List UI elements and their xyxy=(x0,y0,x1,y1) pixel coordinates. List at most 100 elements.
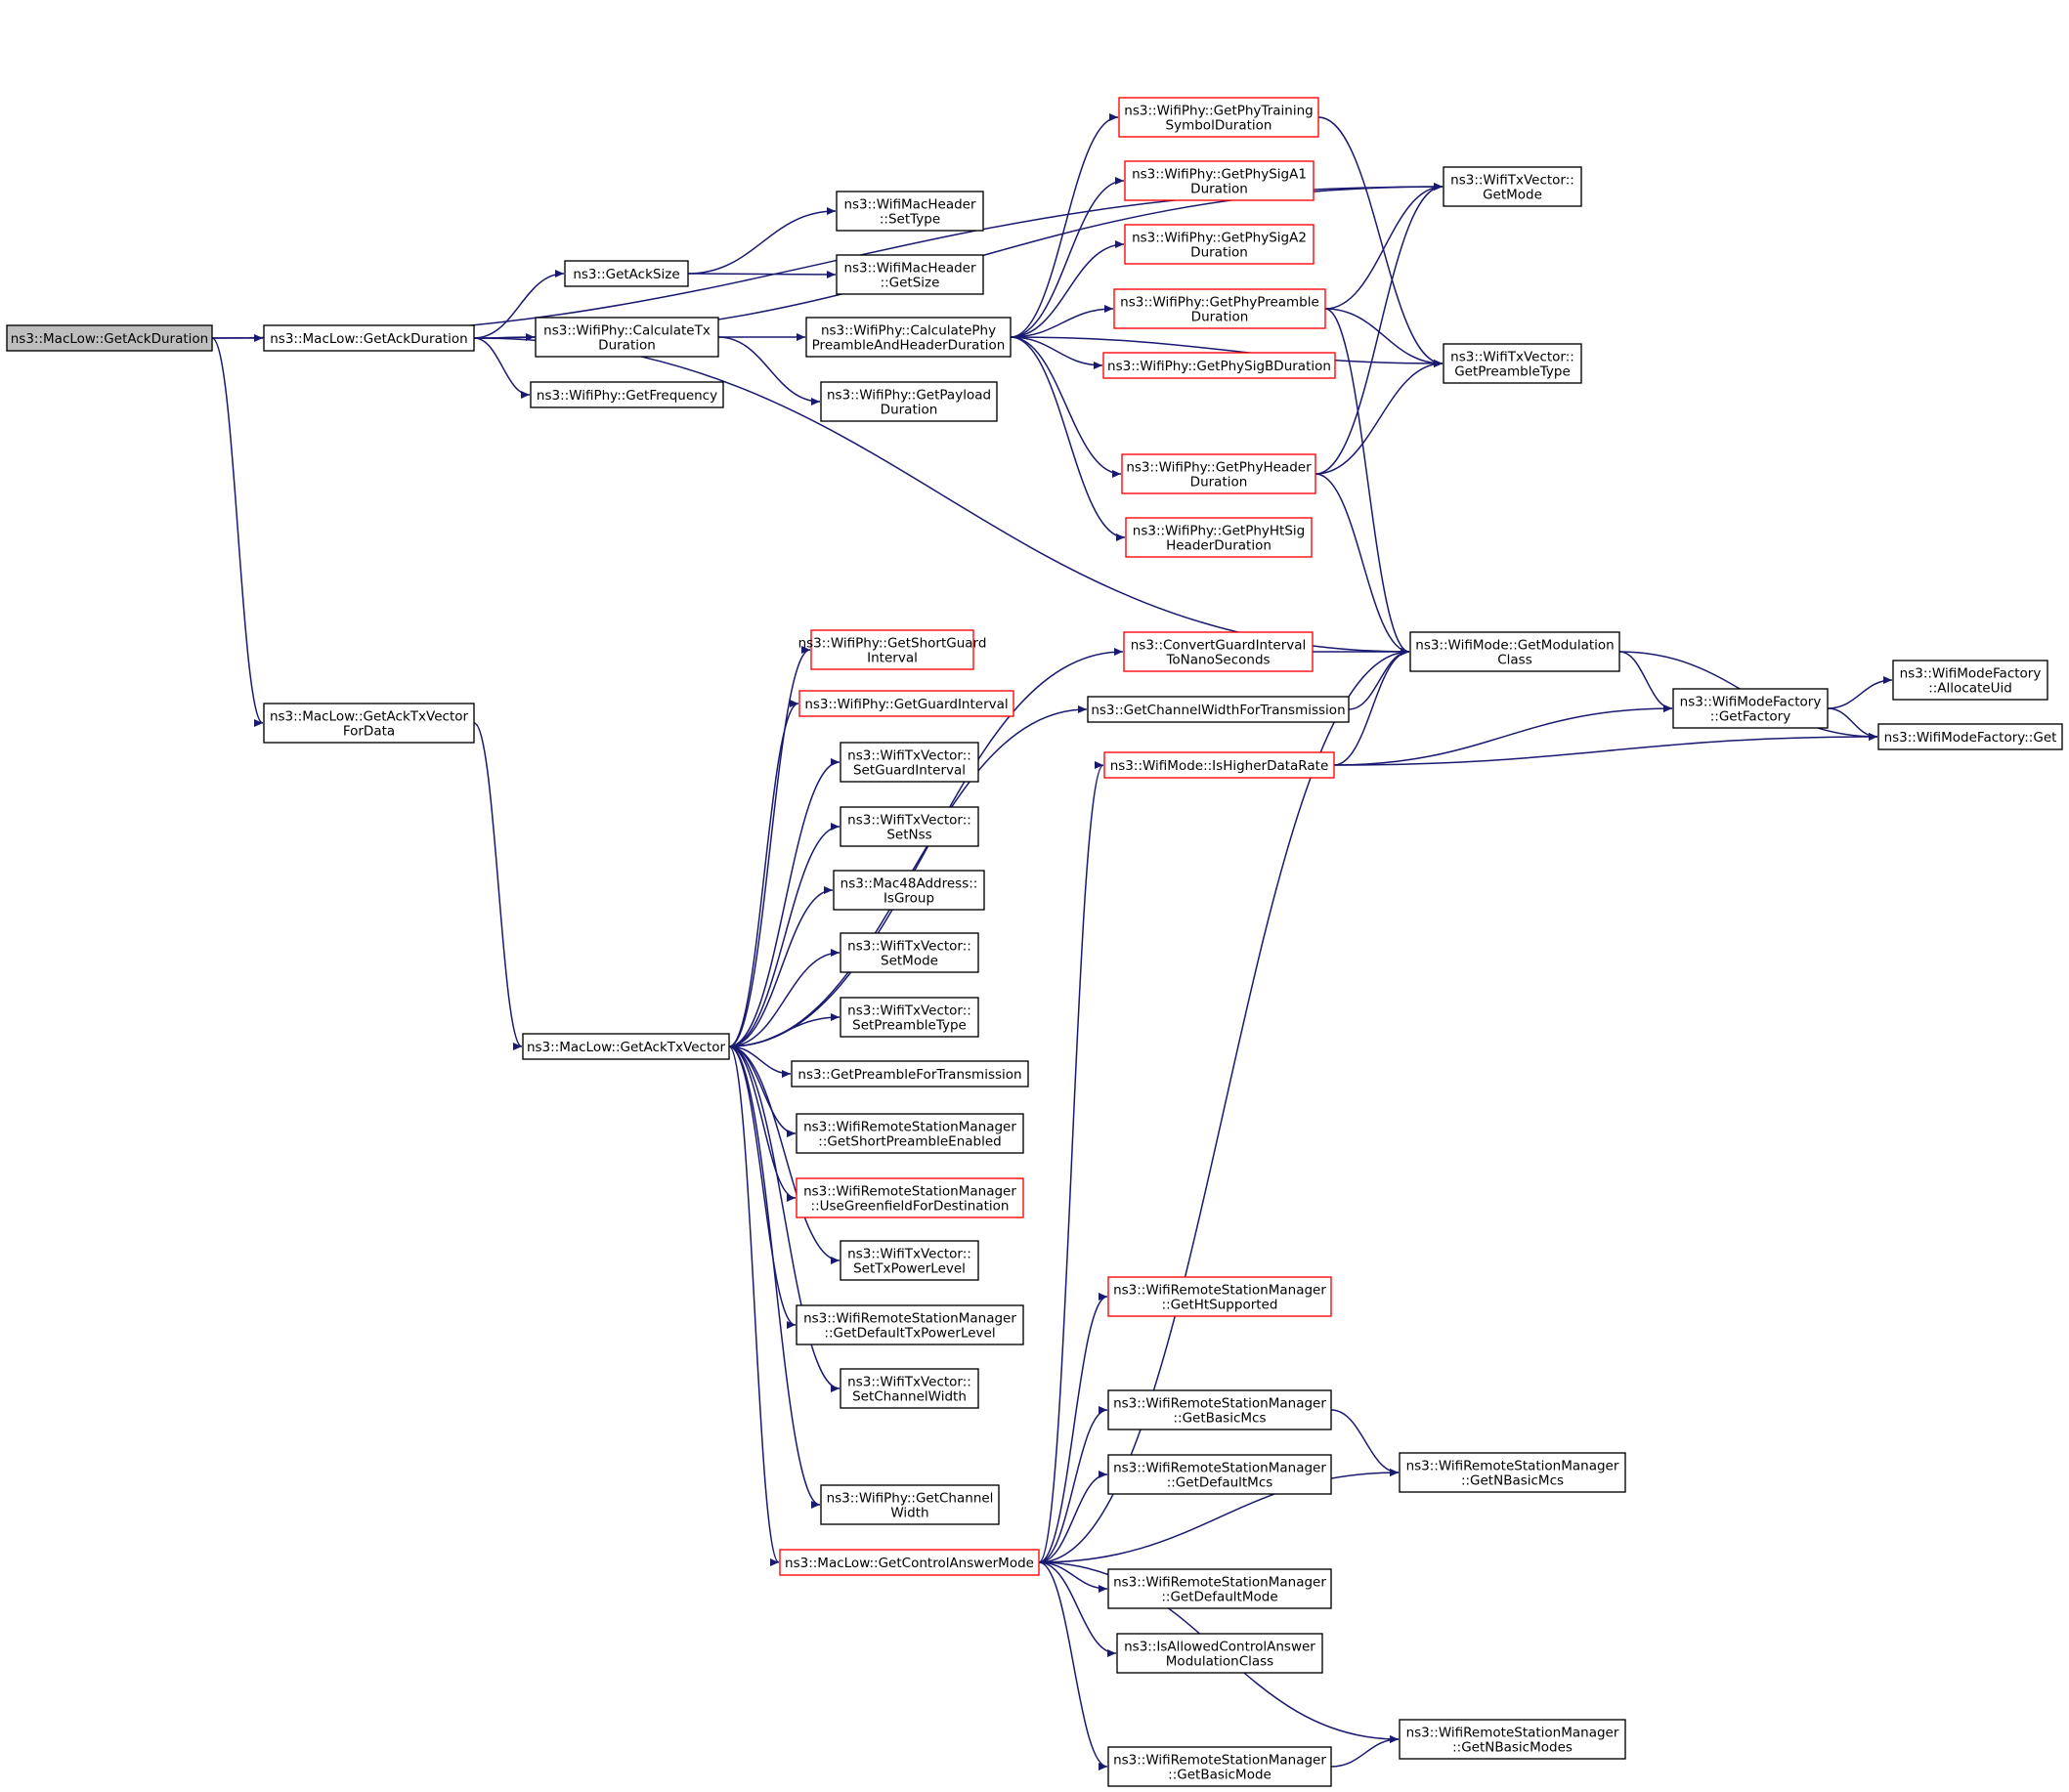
edge-get-ack-tx-vector-to-is-group xyxy=(728,886,834,1047)
node-mode-factory-get[interactable]: ns3::WifiModeFactory::Get xyxy=(1877,723,2063,750)
node-get-ack-tx-vector[interactable]: ns3::MacLow::GetAckTxVector xyxy=(522,1033,730,1060)
node-label: Duration xyxy=(598,338,656,354)
node-get-default-mcs[interactable]: ns3::WifiRemoteStationManager::GetDefaul… xyxy=(1107,1454,1332,1495)
node-label: ns3::GetAckSize xyxy=(573,267,679,282)
node-get-channel-width-for-tx[interactable]: ns3::GetChannelWidthForTransmission xyxy=(1087,696,1350,723)
node-set-guard-interval[interactable]: ns3::WifiTxVector::SetGuardInterval xyxy=(840,742,979,783)
node-get-ack-duration2[interactable]: ns3::MacLow::GetAckDuration xyxy=(263,324,475,352)
node-get-basic-mode[interactable]: ns3::WifiRemoteStationManager::GetBasicM… xyxy=(1107,1746,1332,1787)
edge-get-basic-mode-to-get-nbasic-modes xyxy=(1330,1735,1400,1768)
node-label: GetPreambleType xyxy=(1454,364,1571,380)
node-label: ToNanoSeconds xyxy=(1165,653,1270,668)
node-label: ns3::WifiTxVector:: xyxy=(847,748,971,764)
node-label: ModulationClass xyxy=(1166,1654,1273,1670)
node-get-preamble-for-tx[interactable]: ns3::GetPreambleForTransmission xyxy=(791,1060,1029,1088)
node-label: SetNss xyxy=(886,828,931,843)
node-get-frequency[interactable]: ns3::WifiPhy::GetFrequency xyxy=(530,381,724,408)
node-label: ns3::WifiRemoteStationManager xyxy=(1113,1283,1326,1299)
node-label: ns3::WifiRemoteStationManager xyxy=(1113,1753,1326,1769)
node-label: SetTxPowerLevel xyxy=(853,1261,966,1277)
node-set-preamble-type[interactable]: ns3::WifiTxVector::SetPreambleType xyxy=(840,997,979,1038)
node-get-short-preamble-enabled[interactable]: ns3::WifiRemoteStationManager::GetShortP… xyxy=(796,1113,1024,1154)
node-is-higher-data-rate[interactable]: ns3::WifiMode::IsHigherDataRate xyxy=(1103,751,1335,779)
node-is-allowed-ctrl[interactable]: ns3::IsAllowedControlAnswerModulationCla… xyxy=(1116,1633,1323,1674)
node-set-tx-power-level[interactable]: ns3::WifiTxVector::SetTxPowerLevel xyxy=(840,1240,979,1281)
node-label: ns3::WifiPhy::GetPhyHeader xyxy=(1126,460,1312,476)
node-get-control-answer-mode[interactable]: ns3::MacLow::GetControlAnswerMode xyxy=(779,1549,1040,1576)
node-label: ns3::MacLow::GetAckDuration xyxy=(11,331,209,347)
node-get-guard-interval[interactable]: ns3::WifiPhy::GetGuardInterval xyxy=(798,690,1014,717)
node-label: ns3::WifiModeFactory xyxy=(1680,695,1822,710)
node-label: ns3::WifiPhy::GetChannel xyxy=(827,1491,994,1507)
node-calc-phy-preamble[interactable]: ns3::WifiPhy::CalculatePhyPreambleAndHea… xyxy=(805,317,1012,358)
edge-get-control-answer-mode-to-get-default-mode xyxy=(1038,1561,1108,1593)
edge-get-ack-tx-vector-to-convert-guard xyxy=(728,648,1124,1047)
node-box xyxy=(1107,1568,1332,1609)
node-label: ns3::WifiRemoteStationManager xyxy=(1113,1461,1326,1476)
node-label: ns3::WifiPhy::GetShortGuard xyxy=(798,636,987,652)
node-box xyxy=(1121,453,1316,494)
edge-get-ack-tx-vector-to-get-guard-interval xyxy=(728,700,799,1047)
node-set-nss[interactable]: ns3::WifiTxVector::SetNss xyxy=(840,806,979,847)
node-get-default-mode[interactable]: ns3::WifiRemoteStationManager::GetDefaul… xyxy=(1107,1568,1332,1609)
node-set-channel-width[interactable]: ns3::WifiTxVector::SetChannelWidth xyxy=(840,1368,979,1409)
node-get-ht-supported[interactable]: ns3::WifiRemoteStationManager::GetHtSupp… xyxy=(1107,1276,1332,1317)
edge-phy-training-to-tx-get-preamble-type xyxy=(1317,116,1444,367)
node-get-nbasic-modes[interactable]: ns3::WifiRemoteStationManager::GetNBasic… xyxy=(1399,1719,1626,1760)
node-tx-get-mode[interactable]: ns3::WifiTxVector::GetMode xyxy=(1443,166,1582,207)
node-root[interactable]: ns3::MacLow::GetAckDuration xyxy=(6,324,213,352)
node-label: ns3::WifiPhy::GetPhySigBDuration xyxy=(1107,359,1331,374)
node-label: Width xyxy=(890,1506,928,1521)
node-get-nbasic-mcs[interactable]: ns3::WifiRemoteStationManager::GetNBasic… xyxy=(1399,1452,1626,1493)
node-label: ns3::WifiMode::IsHigherDataRate xyxy=(1110,758,1329,774)
node-box xyxy=(840,742,979,783)
node-label: ns3::WifiModeFactory::Get xyxy=(1884,730,2057,746)
node-get-channel-width[interactable]: ns3::WifiPhy::GetChannelWidth xyxy=(820,1484,1000,1525)
node-label: Duration xyxy=(881,403,938,418)
edge-get-ack-duration2-to-get-ack-size xyxy=(473,270,565,339)
node-mode-factory-get-factory[interactable]: ns3::WifiModeFactory::GetFactory xyxy=(1672,688,1829,729)
node-use-greenfield[interactable]: ns3::WifiRemoteStationManager::UseGreenf… xyxy=(796,1177,1024,1218)
node-get-size[interactable]: ns3::WifiMacHeader::GetSize xyxy=(836,254,984,295)
node-label: ns3::WifiRemoteStationManager xyxy=(803,1120,1016,1135)
node-is-group[interactable]: ns3::Mac48Address::IsGroup xyxy=(833,870,985,911)
node-label: ns3::WifiPhy::GetPayload xyxy=(827,388,991,404)
node-label: ::GetHtSupported xyxy=(1162,1298,1278,1313)
node-label: ns3::WifiTxVector:: xyxy=(1450,350,1574,365)
node-set-type[interactable]: ns3::WifiMacHeader::SetType xyxy=(836,191,984,232)
node-label: ::AllocateUid xyxy=(1928,681,2012,697)
node-box xyxy=(1116,1633,1323,1674)
node-box xyxy=(1118,97,1319,138)
node-box xyxy=(820,381,998,422)
node-phy-training[interactable]: ns3::WifiPhy::GetPhyTrainingSymbolDurati… xyxy=(1118,97,1319,138)
node-sig-b[interactable]: ns3::WifiPhy::GetPhySigBDuration xyxy=(1102,352,1336,379)
edge-phy-header-dur-to-tx-get-mode xyxy=(1315,183,1444,475)
node-get-ack-size[interactable]: ns3::GetAckSize xyxy=(564,260,689,287)
node-label: GetMode xyxy=(1483,188,1542,203)
node-box xyxy=(6,324,213,352)
node-label: ns3::WifiTxVector:: xyxy=(847,813,971,829)
edge-get-ack-size-to-set-type xyxy=(687,207,837,275)
node-allocate-uid[interactable]: ns3::WifiModeFactory::AllocateUid xyxy=(1892,660,2048,701)
node-label: Duration xyxy=(1190,245,1248,261)
node-get-default-tx-power-level[interactable]: ns3::WifiRemoteStationManager::GetDefaul… xyxy=(796,1304,1024,1345)
node-get-basic-mcs[interactable]: ns3::WifiRemoteStationManager::GetBasicM… xyxy=(1107,1389,1332,1430)
edge-get-control-answer-mode-to-get-basic-mode xyxy=(1038,1561,1108,1771)
node-tx-get-preamble-type[interactable]: ns3::WifiTxVector::GetPreambleType xyxy=(1443,343,1582,384)
node-label: ns3::WifiTxVector:: xyxy=(847,939,971,955)
node-set-mode[interactable]: ns3::WifiTxVector::SetMode xyxy=(840,932,979,973)
node-label: ns3::WifiPhy::GetPhySigA2 xyxy=(1132,231,1307,246)
node-label: ns3::WifiTxVector:: xyxy=(847,1247,971,1262)
node-box xyxy=(1877,723,2063,750)
